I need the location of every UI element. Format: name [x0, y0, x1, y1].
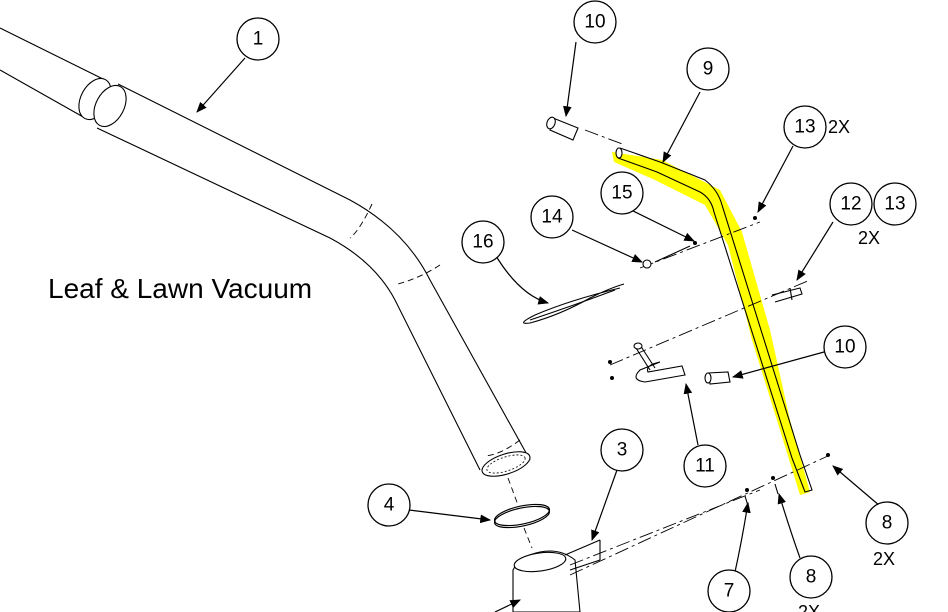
callout-4: 4 — [367, 483, 411, 527]
part-3-bracket — [512, 539, 601, 612]
callout-3: 3 — [600, 428, 644, 472]
callout-1: 1 — [236, 17, 280, 61]
callout-8-right: 8 2X — [865, 501, 909, 569]
callout-12: 12 2X — [829, 182, 880, 248]
callout-11: 11 — [683, 444, 727, 488]
callout-9: 9 — [686, 47, 730, 91]
callout-10-mid: 10 — [823, 325, 867, 369]
part-14-washer — [642, 259, 652, 269]
svg-text:8: 8 — [806, 567, 817, 588]
svg-text:10: 10 — [834, 337, 855, 358]
part-16-loop — [523, 283, 625, 324]
callout-15: 15 — [600, 171, 644, 215]
diagram-title: Leaf & Lawn Vacuum — [48, 273, 312, 304]
part-9-rod — [615, 147, 813, 493]
leader-lines — [196, 41, 881, 612]
svg-text:13: 13 — [884, 194, 905, 215]
callout-13-top: 13 2X — [783, 105, 850, 149]
svg-text:2X: 2X — [798, 602, 820, 612]
part-4-ring — [493, 503, 551, 529]
svg-text:15: 15 — [611, 183, 632, 204]
part-11-bent-pin — [608, 342, 686, 383]
svg-text:11: 11 — [695, 456, 715, 477]
svg-text:2X: 2X — [858, 228, 880, 248]
svg-text:16: 16 — [472, 232, 493, 253]
svg-text:2X: 2X — [873, 549, 895, 569]
callout-8-bottom: 8 2X — [789, 555, 833, 612]
callout-7: 7 — [707, 569, 751, 612]
svg-text:7: 7 — [724, 581, 735, 602]
svg-text:12: 12 — [840, 194, 861, 215]
part-9-highlight — [612, 152, 810, 495]
callout-16: 16 — [461, 220, 505, 264]
svg-text:3: 3 — [617, 440, 628, 461]
svg-text:8: 8 — [882, 513, 893, 534]
svg-text:14: 14 — [541, 207, 563, 228]
callout-10-top: 10 — [573, 0, 617, 44]
svg-text:10: 10 — [584, 12, 605, 33]
svg-text:2X: 2X — [828, 117, 850, 137]
part-15-pin — [654, 245, 691, 263]
callout-14: 14 — [530, 195, 574, 239]
callout-13-right: 13 — [873, 182, 917, 226]
svg-text:13: 13 — [794, 117, 815, 138]
svg-text:4: 4 — [384, 495, 395, 516]
part-10-mid-pin — [704, 371, 731, 385]
part-10-top-pin — [546, 116, 579, 141]
part-1-tube — [0, 27, 531, 477]
part-12-clip — [771, 287, 803, 303]
svg-text:1: 1 — [253, 29, 264, 50]
svg-text:9: 9 — [703, 59, 714, 80]
